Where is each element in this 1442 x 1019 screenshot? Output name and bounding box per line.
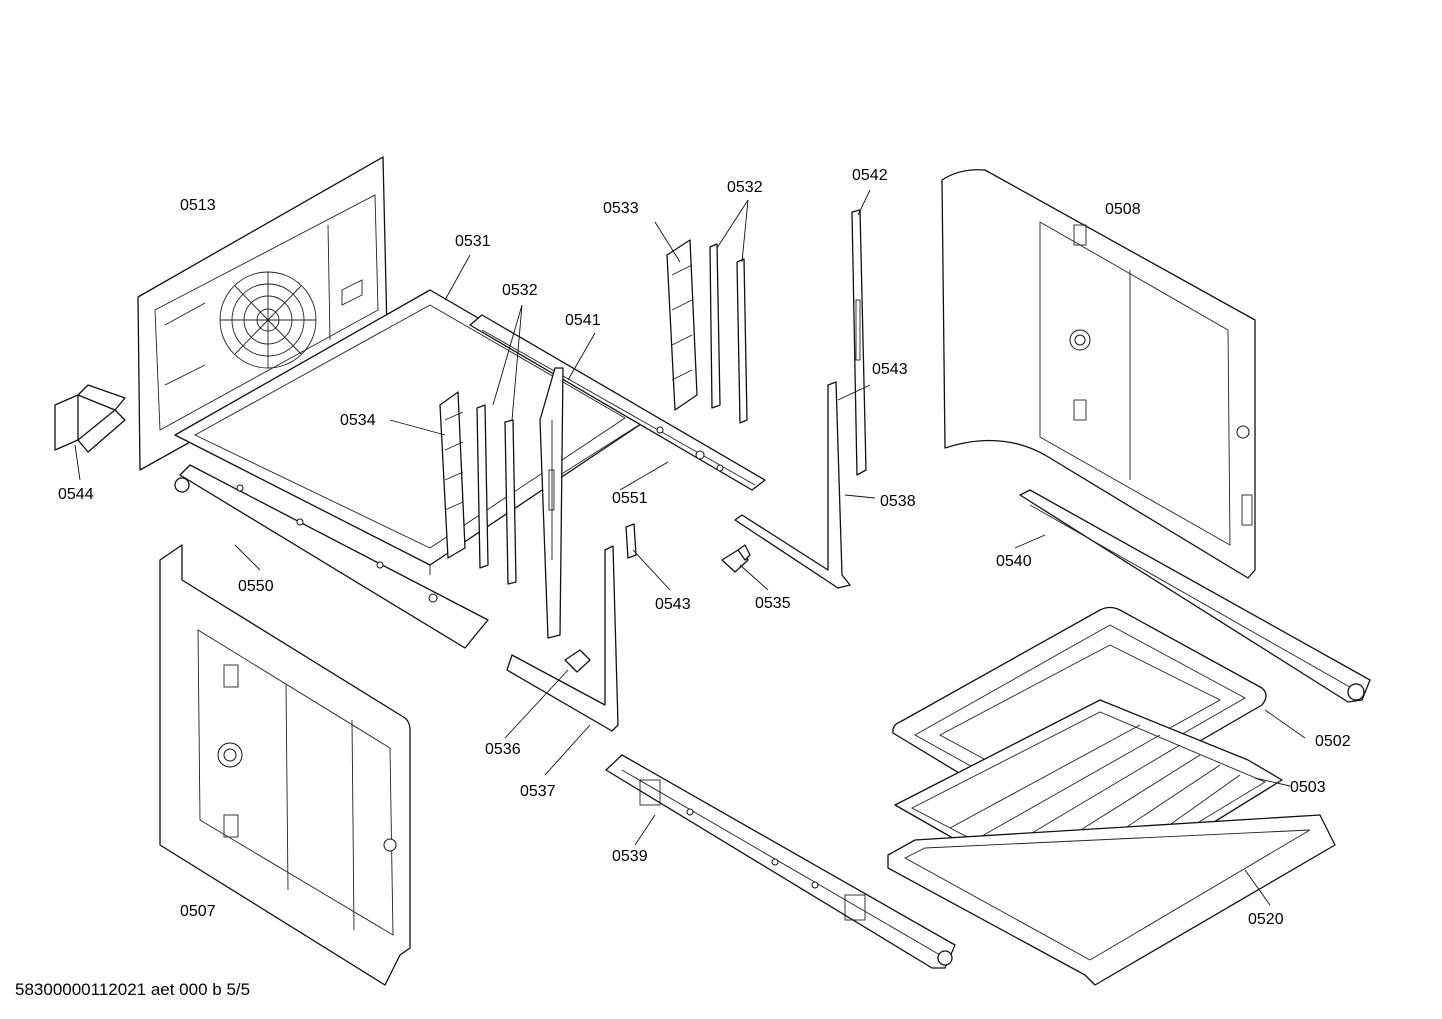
document-id: 58300000112021 aet 000 b 5/5 — [15, 980, 251, 999]
part-side-rail-right — [1019, 489, 1371, 703]
callout-0541: 0541 — [565, 312, 601, 329]
part-telescopic-frame — [887, 814, 1336, 986]
callout-0507: 0507 — [180, 903, 216, 920]
callout-0502: 0502 — [1315, 733, 1351, 750]
part-strip-right-b — [736, 258, 748, 424]
part-small-plate — [625, 523, 637, 559]
part-rail-lower — [174, 464, 489, 649]
callout-0542: 0542 — [852, 167, 888, 184]
callout-0503: 0503 — [1290, 779, 1326, 796]
part-front-rail — [605, 754, 956, 969]
callout-0534: 0534 — [340, 412, 376, 429]
callout-0536: 0536 — [485, 741, 521, 758]
part-vertical-support — [539, 367, 564, 639]
part-back-panel-fan — [137, 156, 388, 471]
callout-0540: 0540 — [996, 553, 1032, 570]
callout-0532-left: 0532 — [502, 282, 538, 299]
part-side-panel-right — [941, 169, 1256, 579]
part-clip-lower — [564, 649, 591, 673]
callout-0538: 0538 — [880, 493, 916, 510]
callout-0539: 0539 — [612, 848, 648, 865]
part-side-panel-left — [159, 544, 411, 986]
part-l-bracket-right — [734, 381, 851, 589]
callout-0537: 0537 — [520, 783, 556, 800]
callout-0543-center: 0543 — [655, 596, 691, 613]
callout-0535: 0535 — [755, 595, 791, 612]
leader-lines — [74, 189, 1306, 906]
part-l-bracket-left — [506, 545, 619, 732]
part-vertical-guide — [851, 209, 867, 476]
callout-0531: 0531 — [455, 233, 491, 250]
callout-0551: 0551 — [612, 490, 648, 507]
part-shelf-support-right — [666, 239, 698, 411]
part-shelf-support-left — [439, 391, 466, 559]
callout-0543-right: 0543 — [872, 361, 908, 378]
part-small-bracket — [54, 384, 126, 453]
part-clip — [721, 544, 751, 573]
part-strip-left-b — [504, 419, 517, 585]
callout-0508: 0508 — [1105, 201, 1141, 218]
callout-0532-right: 0532 — [727, 179, 763, 196]
callout-0520: 0520 — [1248, 911, 1284, 928]
part-strip-left-a — [476, 404, 489, 569]
part-strip-right-a — [709, 243, 721, 409]
part-rail-upper — [469, 314, 766, 491]
callout-0544: 0544 — [58, 486, 94, 503]
callout-0533: 0533 — [603, 200, 639, 217]
callout-0550: 0550 — [238, 578, 274, 595]
callout-0513: 0513 — [180, 197, 216, 214]
